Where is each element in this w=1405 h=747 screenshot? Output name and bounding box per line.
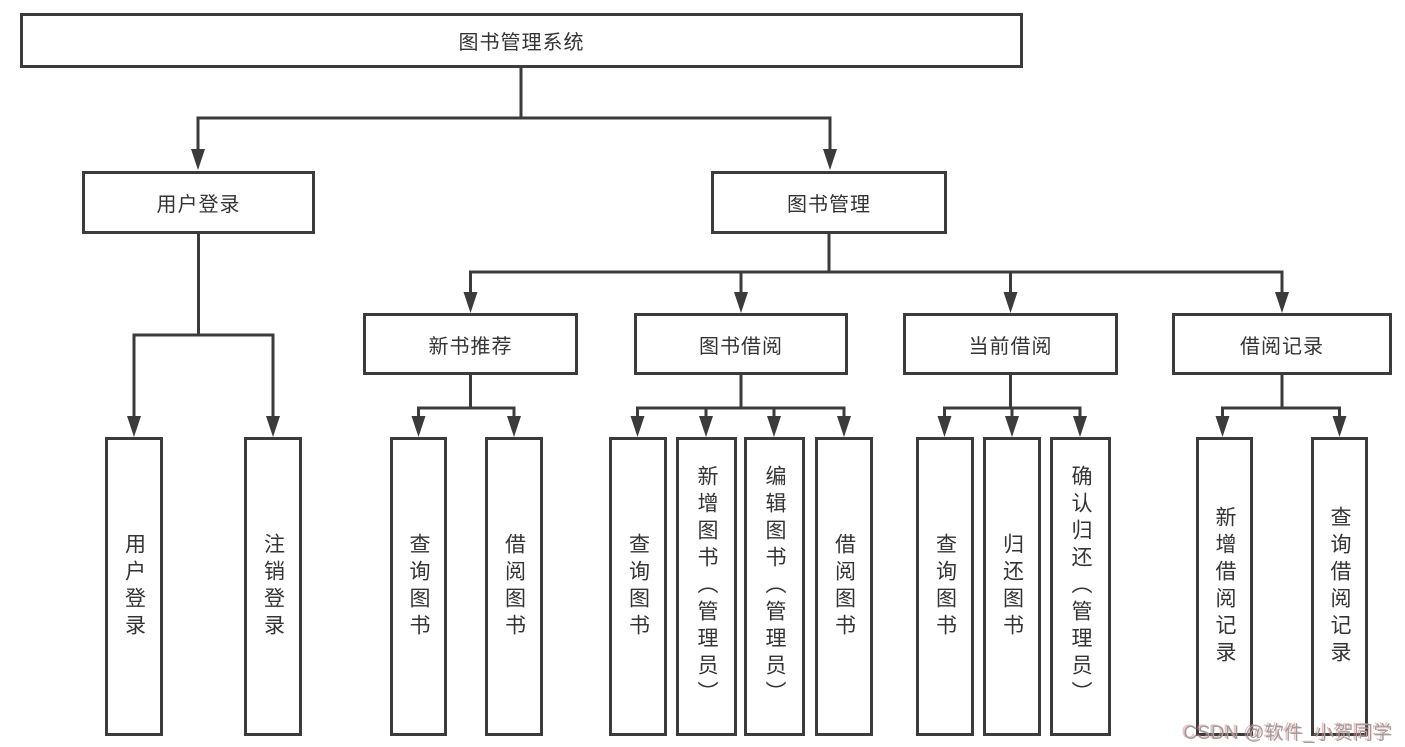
- leaf-confirm-return-admin-label: 确认归还（管理员）: [1069, 465, 1092, 708]
- leaf-edit-books-admin-label: 编辑图书（管理员）: [763, 465, 786, 708]
- connector-new-book: [417, 375, 516, 417]
- leaf-query-borrow-record: 查询借阅记录: [1311, 437, 1368, 736]
- leaf-borrow-books-2-label: 借阅图书: [832, 532, 856, 641]
- node-new-book-recommend-label: 新书推荐: [428, 335, 513, 358]
- node-root: 图书管理系统: [20, 13, 1023, 68]
- node-current-borrow-label: 当前借阅: [968, 335, 1053, 358]
- leaf-add-borrow-record: 新增借阅记录: [1196, 437, 1253, 736]
- node-borrow-records-label: 借阅记录: [1240, 335, 1324, 358]
- leaf-borrow-books-2: 借阅图书: [815, 437, 873, 736]
- connector-root: [196, 68, 832, 151]
- connector-user-login: [132, 234, 275, 417]
- leaf-query-books-2-label: 查询图书: [626, 532, 650, 641]
- leaf-add-books-admin-label: 新增图书（管理员）: [695, 465, 718, 708]
- leaf-confirm-return-admin: 确认归还（管理员）: [1050, 437, 1111, 736]
- connector-current-borrow: [943, 375, 1082, 417]
- arrowheads: [127, 149, 1347, 437]
- leaf-borrow-books-1: 借阅图书: [485, 437, 543, 736]
- connector-book-borrow: [636, 375, 846, 417]
- leaf-query-books-1: 查询图书: [390, 437, 447, 736]
- leaf-logout: 注销登录: [244, 437, 302, 736]
- leaf-add-borrow-record-label: 新增借阅记录: [1213, 505, 1236, 668]
- leaf-query-books-2: 查询图书: [609, 437, 667, 736]
- leaf-user-login-label: 用户登录: [122, 532, 146, 641]
- connector-borrow-records: [1221, 375, 1341, 417]
- leaf-edit-books-admin: 编辑图书（管理员）: [744, 437, 805, 736]
- leaf-add-books-admin: 新增图书（管理员）: [676, 437, 737, 736]
- leaf-return-books: 归还图书: [983, 437, 1041, 736]
- leaf-query-books-1-label: 查询图书: [407, 532, 430, 641]
- node-user-login: 用户登录: [82, 171, 315, 234]
- node-book-borrow-label: 图书借阅: [699, 335, 783, 358]
- node-user-login-label: 用户登录: [156, 194, 241, 216]
- connector-book-management: [469, 234, 1284, 293]
- leaf-borrow-books-1-label: 借阅图书: [502, 532, 526, 641]
- node-new-book-recommend: 新书推荐: [363, 313, 578, 375]
- node-book-borrow: 图书借阅: [634, 313, 848, 375]
- node-book-management: 图书管理: [711, 171, 947, 234]
- node-borrow-records: 借阅记录: [1172, 313, 1392, 375]
- leaf-query-books-3-label: 查询图书: [933, 532, 957, 641]
- leaf-user-login: 用户登录: [105, 437, 163, 736]
- leaf-logout-label: 注销登录: [261, 532, 285, 641]
- leaf-return-books-label: 归还图书: [1000, 532, 1024, 641]
- leaf-query-books-3: 查询图书: [916, 437, 974, 736]
- leaf-query-borrow-record-label: 查询借阅记录: [1328, 505, 1351, 668]
- node-current-borrow: 当前借阅: [903, 313, 1118, 375]
- node-root-label: 图书管理系统: [458, 32, 585, 54]
- csdn-watermark: CSDN @软件_小贺同学: [1183, 723, 1393, 744]
- node-book-management-label: 图书管理: [787, 194, 871, 216]
